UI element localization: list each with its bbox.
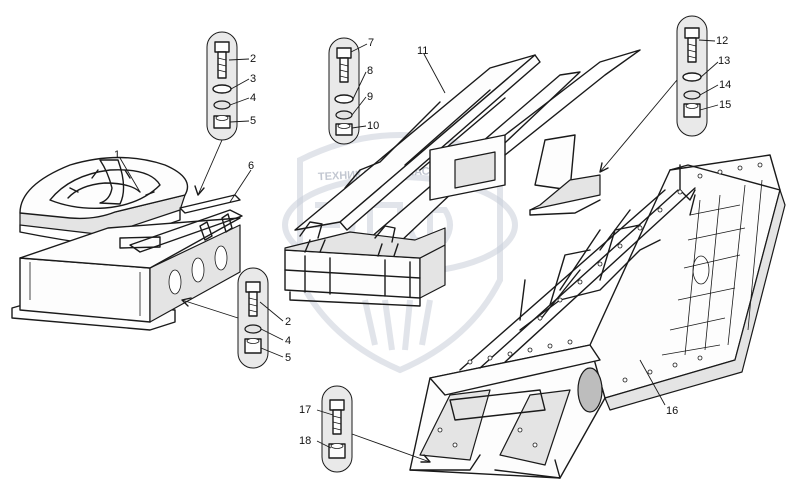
- callout-10: 10: [367, 120, 379, 132]
- bolt-icon: [245, 281, 261, 317]
- washer-icon: [334, 94, 354, 104]
- fastener-group-bottom: [321, 385, 353, 473]
- nut-icon: [244, 338, 262, 354]
- bolt-icon: [329, 399, 345, 435]
- nut-icon: [213, 115, 231, 129]
- callout-17: 17: [299, 404, 311, 416]
- assembly-arrows: [181, 79, 678, 463]
- spring-washer-icon: [683, 90, 701, 100]
- callout-4: 4: [250, 92, 256, 104]
- spring-washer-icon: [244, 324, 262, 334]
- callout-11: 11: [417, 45, 428, 57]
- fifth-wheel-plate: [19, 156, 189, 247]
- fastener-group-top-right: [676, 15, 708, 137]
- callout-2: 2: [250, 53, 256, 65]
- nut-icon: [328, 443, 346, 459]
- frame-rivet-holes: [437, 162, 763, 448]
- callout-6: 6: [248, 160, 254, 172]
- callout-15: 15: [719, 99, 731, 111]
- mounting-base: [11, 194, 243, 331]
- callout-18: 18: [299, 435, 311, 447]
- callout-7: 7: [368, 37, 374, 49]
- nut-icon: [683, 103, 701, 118]
- callout-9: 9: [367, 91, 373, 103]
- fastener-group-top-center: [328, 37, 360, 145]
- callout-16: 16: [666, 405, 678, 417]
- callout-13: 13: [718, 55, 730, 67]
- main-frame: [409, 154, 786, 479]
- bolt-icon: [336, 47, 352, 83]
- bolt-icon: [214, 41, 230, 79]
- callout-12: 12: [716, 35, 728, 47]
- washer-icon: [682, 72, 702, 82]
- fastener-group-top-left: [206, 31, 238, 141]
- sliding-track: [284, 49, 641, 307]
- callout-8: 8: [367, 65, 373, 77]
- callout-4b: 4: [285, 335, 291, 347]
- callout-14: 14: [719, 79, 731, 91]
- bolt-icon: [684, 27, 700, 63]
- callout-5: 5: [250, 115, 256, 127]
- nut-icon: [335, 123, 353, 136]
- callout-numbers: 1 2 3 4 5 6 7 8 9 10 11 12 13 14 15 2 4 …: [114, 35, 731, 447]
- callout-1: 1: [114, 149, 120, 161]
- fastener-group-middle-left: [237, 267, 269, 369]
- callout-3: 3: [250, 73, 256, 85]
- callout-2b: 2: [285, 316, 291, 328]
- callout-5b: 5: [285, 352, 291, 364]
- spring-washer-icon: [335, 110, 353, 120]
- callout-leaders: [119, 39, 719, 449]
- washer-icon: [212, 84, 232, 94]
- spring-washer-icon: [213, 100, 231, 110]
